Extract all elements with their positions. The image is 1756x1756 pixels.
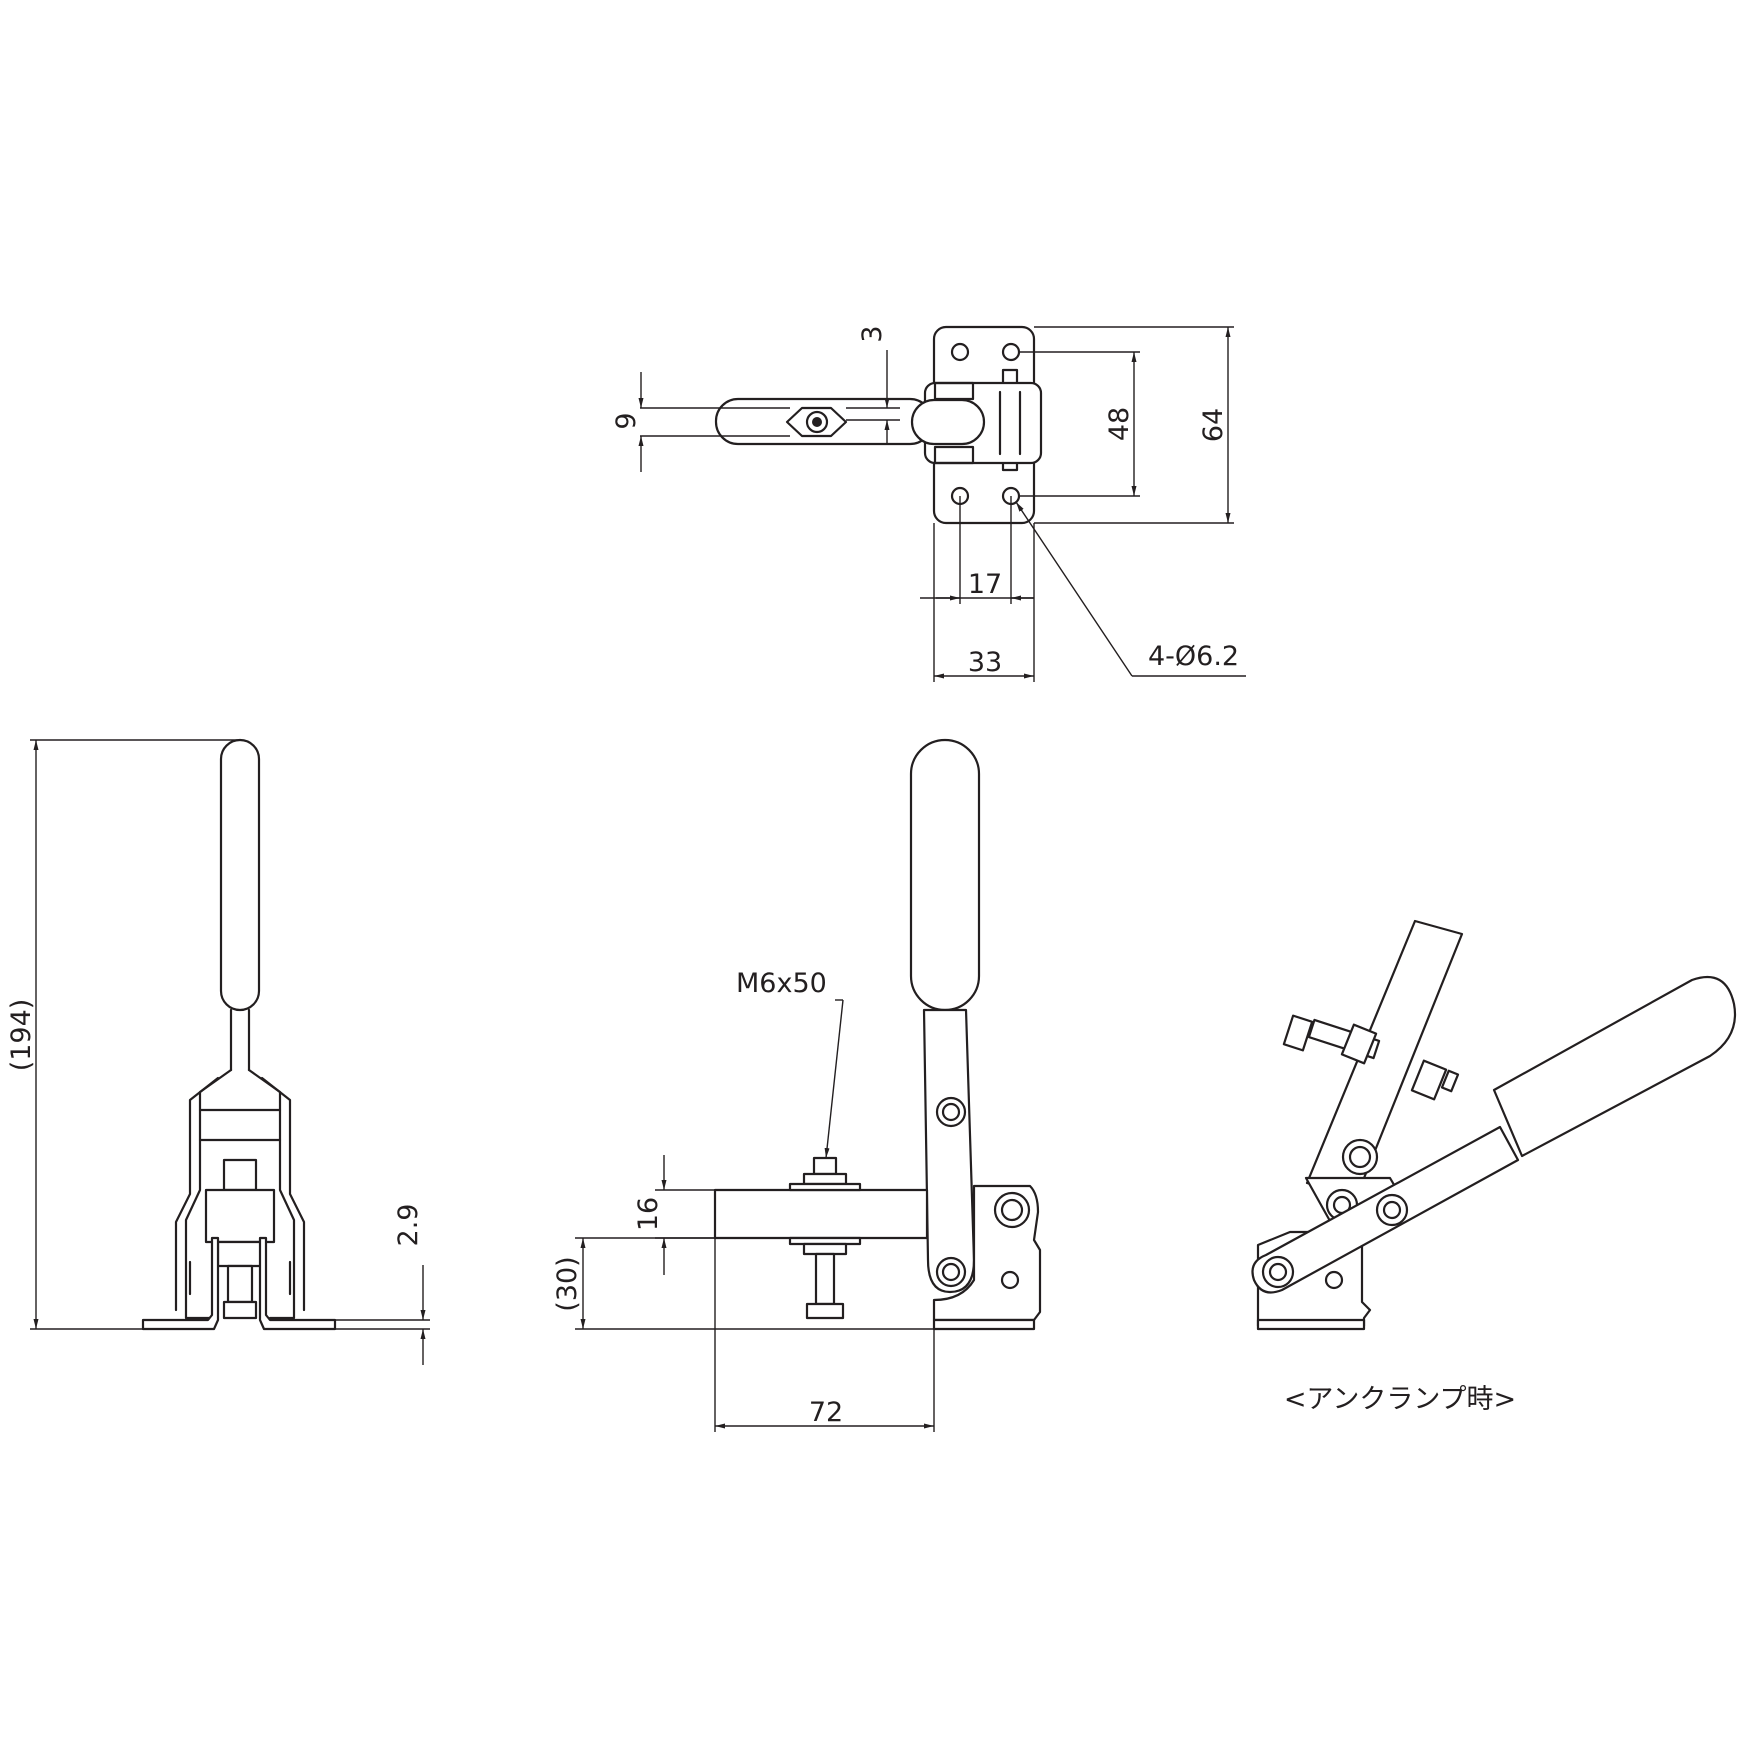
bolt-shank-end: [226, 1264, 254, 1304]
dim-hole-pitch-h: 17: [968, 569, 1002, 600]
pivot-lower-unclamp: [1261, 1255, 1295, 1289]
dim-arm-height: (30): [552, 1256, 583, 1311]
dim-base-width: 33: [968, 647, 1002, 678]
nut-unclamp: [1340, 1023, 1378, 1065]
pivot-main-unclamp: [1375, 1193, 1409, 1227]
mount-hole-top-right: [1001, 342, 1021, 362]
bolt-spec-label: M6x50: [736, 968, 827, 999]
front-view: M6x50 16 (30) 72: [552, 738, 1042, 1432]
bolt-head-front: [805, 1302, 845, 1320]
base-flange-end: [141, 1236, 220, 1331]
bolt-hex-end: [222, 1158, 258, 1192]
handle-grip-end: [219, 738, 261, 1012]
dim-arm-reach: 72: [809, 1397, 843, 1428]
handle-lever-unclamp: [1251, 1125, 1520, 1294]
hole-spec-label: 4-Ø6.2: [1148, 641, 1239, 672]
small-hole-front: [1000, 1270, 1020, 1290]
nut-lower-front: [802, 1242, 848, 1256]
mount-hole-top-left: [950, 342, 970, 362]
dim-top-arm-width: 9: [611, 412, 642, 429]
end-view: (194) 2.9: [6, 738, 430, 1365]
dim-overall-height: (194): [6, 999, 37, 1072]
pivot-cap-top: [910, 398, 986, 446]
bolt-shank-front: [814, 1252, 836, 1306]
nut-upper-front: [802, 1172, 848, 1186]
base-plate-front: [932, 1318, 1036, 1331]
pivot-main-front: [993, 1191, 1031, 1229]
bolt-head-unclamp: [1282, 1014, 1314, 1052]
dim-hole-pitch-v: 48: [1104, 407, 1135, 441]
handle-lever-front: [922, 1008, 976, 1294]
base-plate-unclamp: [1256, 1318, 1366, 1331]
dim-bolt-offset: 16: [633, 1197, 664, 1231]
handle-grip-front: [909, 738, 981, 1012]
dim-top-offset: 3: [857, 325, 888, 342]
pivot-upper-unclamp: [1341, 1138, 1379, 1176]
hold-arm-front: [713, 1188, 929, 1240]
unclamp-view: <アンクランプ時>: [1251, 919, 1736, 1415]
pivot-lower-front: [935, 1256, 967, 1288]
dim-base-thickness: 2.9: [393, 1204, 424, 1247]
hold-arm-unclamp: [1305, 919, 1464, 1200]
top-view: 9 3 48 64 17 33 4-Ø6.2: [611, 325, 1246, 682]
handle-grip-unclamp: [1492, 975, 1736, 1158]
dim-base-length: 64: [1198, 408, 1229, 442]
link-block-end: [204, 1188, 276, 1244]
small-hole-unclamp: [1324, 1270, 1344, 1290]
unclamp-caption: <アンクランプ時>: [1284, 1384, 1516, 1415]
pivot-upper-front: [935, 1096, 967, 1128]
